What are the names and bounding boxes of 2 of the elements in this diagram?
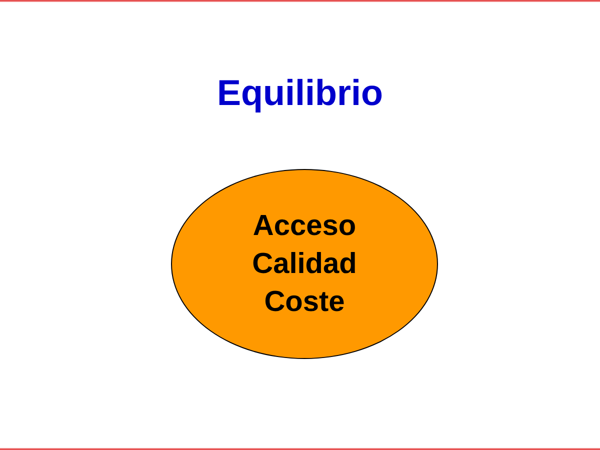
ellipse-text: Acceso Calidad Coste [252,209,357,320]
title: Equilibrio [216,72,384,114]
